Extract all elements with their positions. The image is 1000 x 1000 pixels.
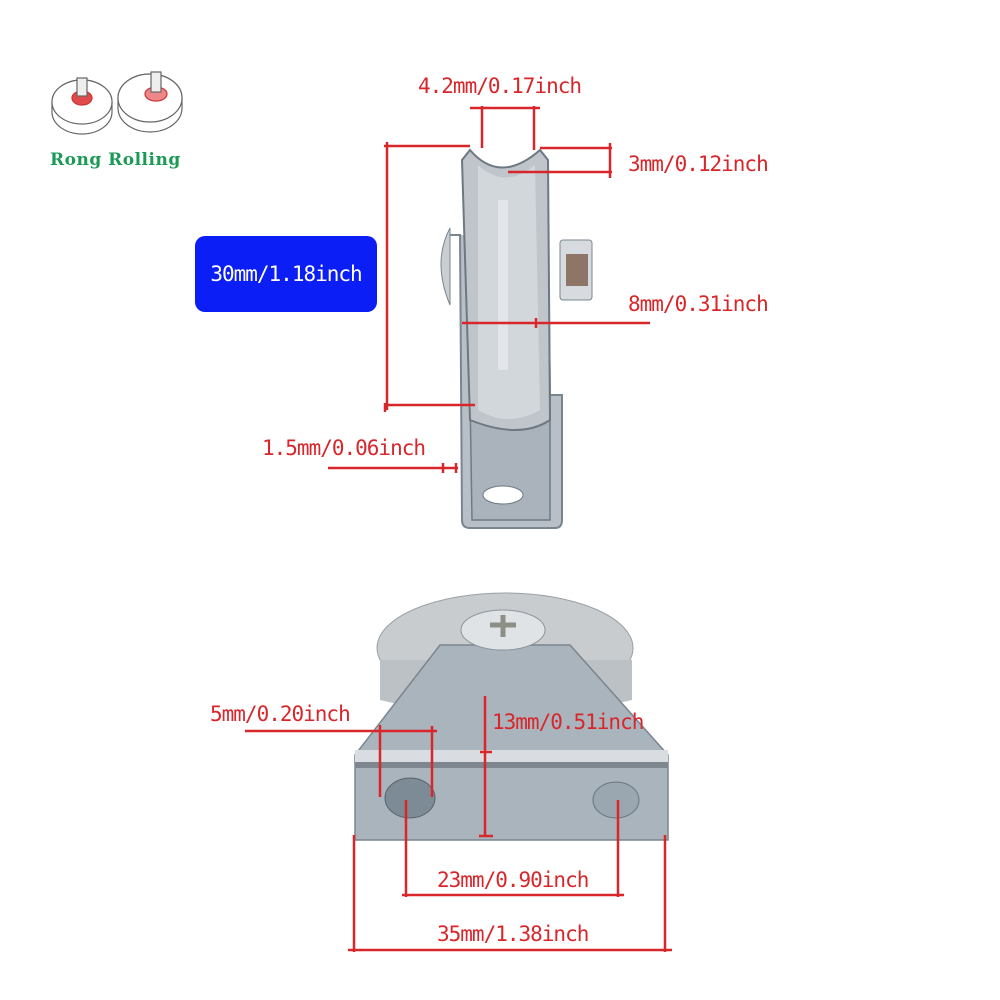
brand-logo-icon	[51, 71, 183, 135]
hole-diameter-label: 5mm/0.20inch	[210, 702, 351, 726]
wheel-diameter-badge: 30mm/1.18inch	[195, 236, 377, 312]
axle-length-label: 8mm/0.31inch	[628, 292, 769, 316]
groove-depth-label: 3mm/0.12inch	[628, 152, 769, 176]
hole-spacing-label: 23mm/0.90inch	[437, 868, 589, 892]
dimension-lines	[245, 106, 672, 952]
bracket-thickness-label: 1.5mm/0.06inch	[262, 436, 426, 460]
base-height-label: 13mm/0.51inch	[492, 710, 644, 734]
wheel-diameter-label: 30mm/1.18inch	[210, 262, 362, 286]
pulley-side-view	[440, 148, 593, 529]
groove-width-label: 4.2mm/0.17inch	[418, 74, 582, 98]
base-width-label: 35mm/1.38inch	[437, 922, 589, 946]
brand-name: Rong Rolling	[50, 150, 181, 170]
